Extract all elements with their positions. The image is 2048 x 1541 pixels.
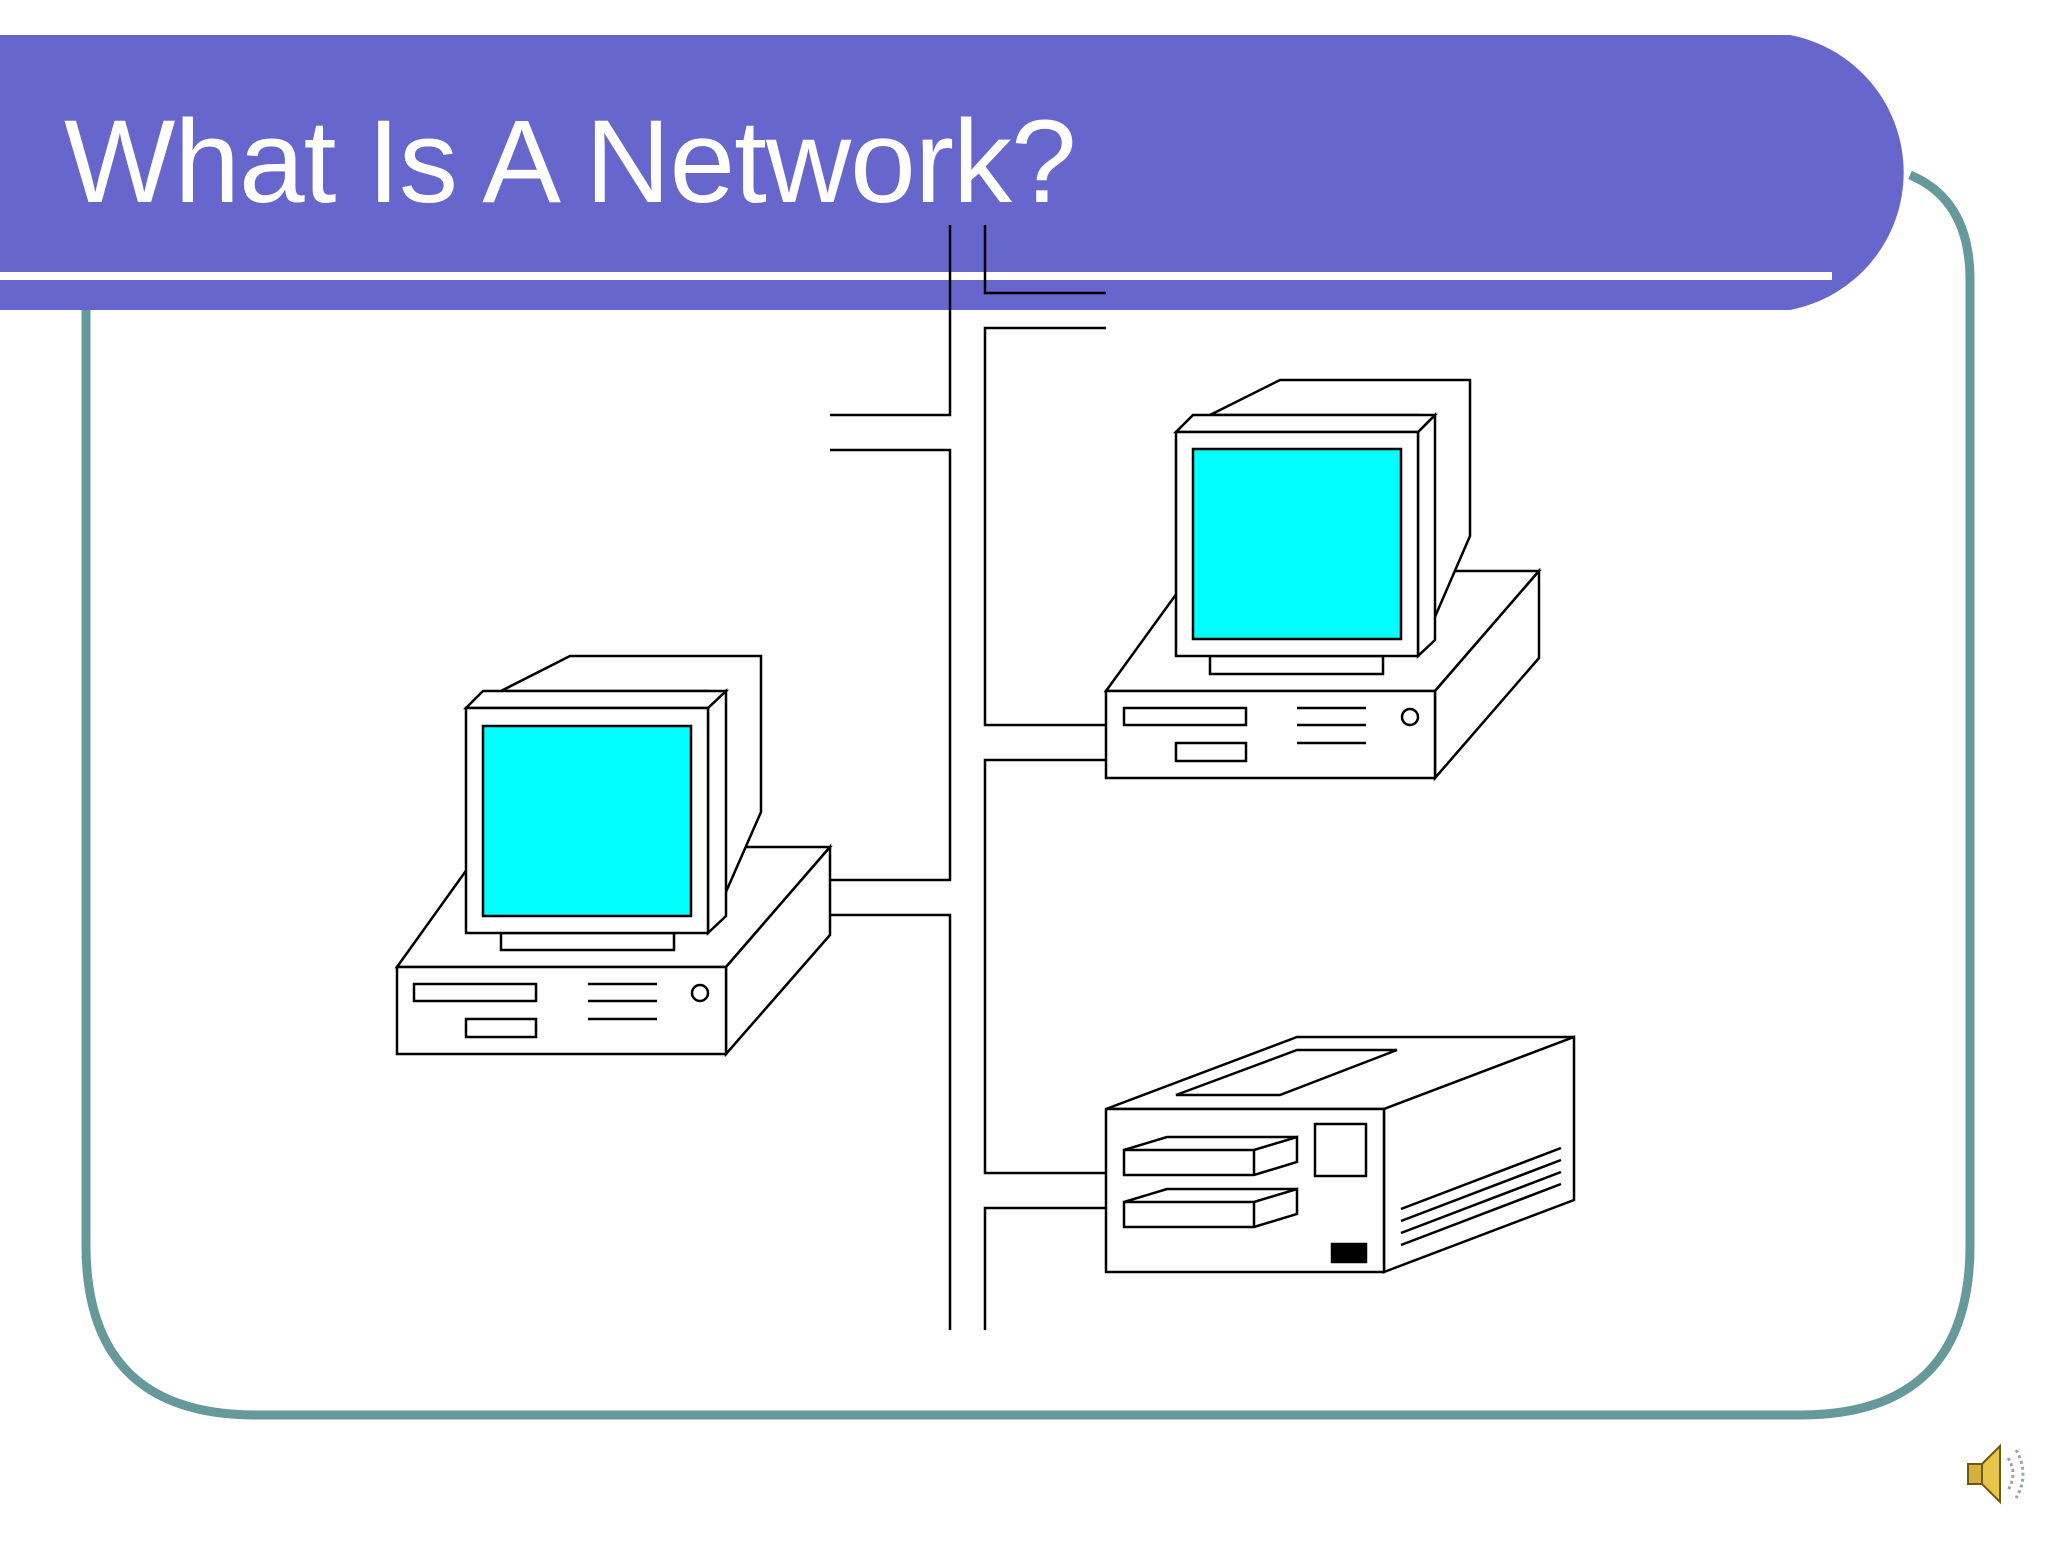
server-panel (1313, 1122, 1368, 1178)
monitor-side (1416, 411, 1437, 659)
base-front (1104, 689, 1437, 780)
power-button (1400, 707, 1420, 727)
monitor-screen (481, 724, 693, 918)
drive-bay-small (464, 1017, 538, 1039)
monitor-top (1172, 413, 1439, 434)
base-front (395, 965, 728, 1056)
server (1104, 1035, 1576, 1274)
title-bar (0, 35, 1904, 310)
status-light (1330, 1242, 1368, 1264)
slide-title: What Is A Network? (64, 96, 1077, 228)
drive-bay-small (1174, 741, 1248, 763)
drive-bay (1122, 706, 1248, 727)
drive-bay (412, 982, 538, 1003)
monitor-top (462, 689, 730, 710)
power-button (690, 983, 710, 1003)
backbone-cable (830, 225, 1106, 1330)
content-frame (81, 170, 1975, 1420)
monitor-stand (1208, 654, 1385, 676)
workstation-right (1103, 378, 1542, 782)
workstation-left (394, 654, 833, 1058)
monitor-stand (499, 931, 676, 952)
monitor-screen (1191, 447, 1403, 641)
server-top-panel (1175, 1048, 1398, 1097)
title-underline (0, 272, 1832, 280)
speaker-icon[interactable] (1967, 1443, 2025, 1505)
monitor-side (706, 688, 728, 936)
